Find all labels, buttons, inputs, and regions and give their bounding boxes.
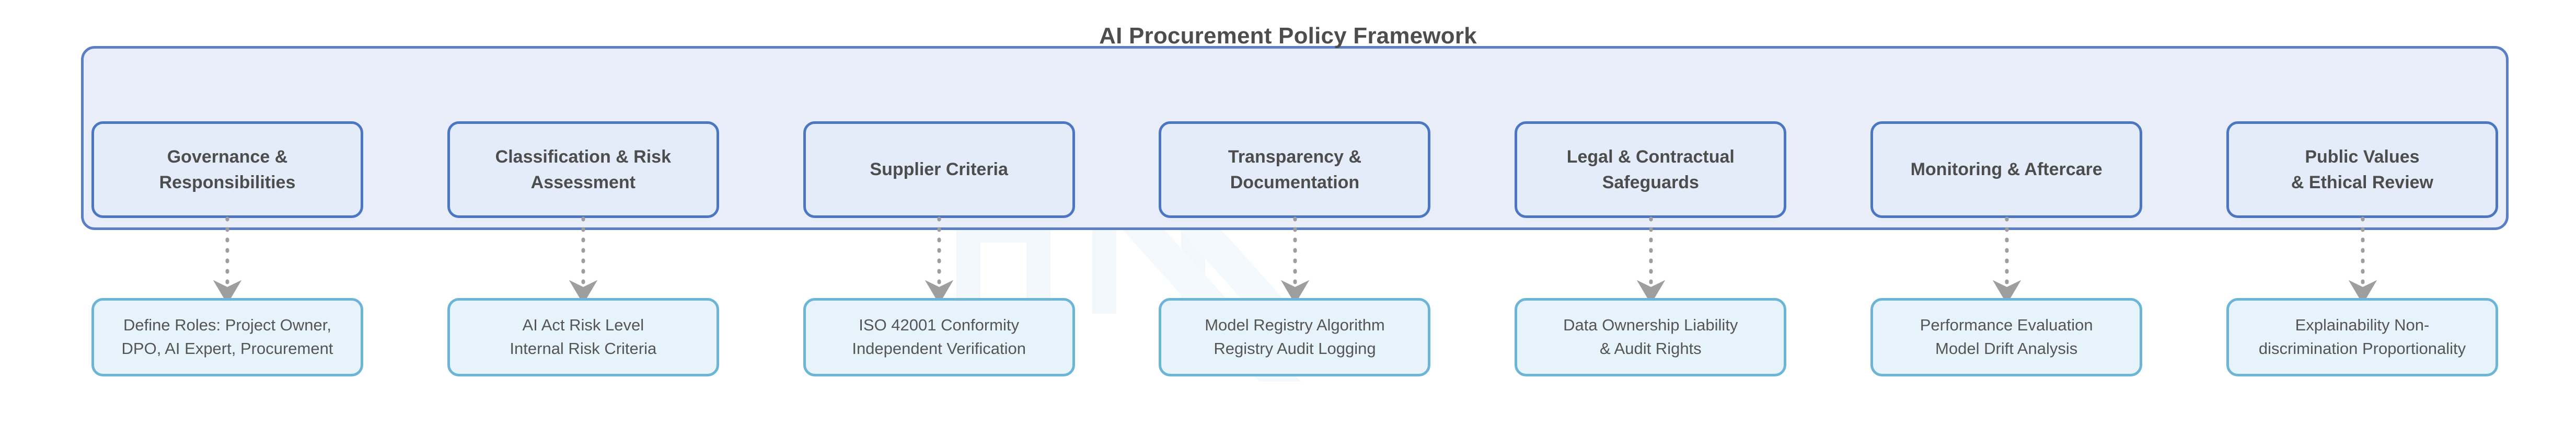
pillar-box-transparency[interactable]: Transparency & Documentation: [1159, 121, 1431, 218]
pillar-label-line1: Transparency &: [1228, 147, 1362, 167]
detail-label-line2: Internal Risk Criteria: [510, 339, 657, 358]
detail-label-line2: & Audit Rights: [1599, 339, 1702, 358]
detail-label-line2: DPO, AI Expert, Procurement: [121, 339, 333, 358]
pillar-label-line1: Governance &: [167, 147, 288, 167]
detail-label-line1: Explainability Non-: [2295, 316, 2430, 335]
pillar-label-line2: & Ethical Review: [2291, 172, 2434, 192]
pillar-label-line1: Supplier Criteria: [870, 159, 1008, 180]
detail-label-line1: Model Registry Algorithm: [1205, 316, 1385, 335]
detail-label-line1: AI Act Risk Level: [522, 316, 644, 335]
pillar-label-line1: Classification & Risk: [495, 147, 671, 167]
detail-row: Define Roles: Project Owner, DPO, AI Exp…: [91, 298, 2498, 376]
detail-box-monitoring[interactable]: Performance Evaluation Model Drift Analy…: [1870, 298, 2143, 376]
detail-label-line1: Data Ownership Liability: [1563, 316, 1738, 335]
pillar-label-line2: Assessment: [530, 172, 636, 192]
pillar-box-monitoring[interactable]: Monitoring & Aftercare: [1870, 121, 2143, 218]
detail-label-line1: Performance Evaluation: [1920, 316, 2093, 335]
pillar-label-line1: Monitoring & Aftercare: [1910, 159, 2103, 180]
detail-box-supplier-criteria[interactable]: ISO 42001 Conformity Independent Verific…: [803, 298, 1075, 376]
pillar-label-line2: Responsibilities: [159, 172, 296, 192]
detail-box-transparency[interactable]: Model Registry Algorithm Registry Audit …: [1159, 298, 1431, 376]
pillar-label-line2: Safeguards: [1602, 172, 1699, 192]
pillar-row: Governance & Responsibilities Classifica…: [91, 121, 2498, 218]
detail-label-line2: discrimination Proportionality: [2258, 339, 2466, 358]
detail-box-classification[interactable]: AI Act Risk Level Internal Risk Criteria: [447, 298, 719, 376]
detail-label-line2: Model Drift Analysis: [1935, 339, 2078, 358]
pillar-box-public-values[interactable]: Public Values & Ethical Review: [2226, 121, 2498, 218]
detail-label-line2: Independent Verification: [852, 339, 1026, 358]
pillar-label-line1: Public Values: [2305, 147, 2420, 167]
pillar-box-supplier-criteria[interactable]: Supplier Criteria: [803, 121, 1075, 218]
pillar-box-classification[interactable]: Classification & Risk Assessment: [447, 121, 719, 218]
pillar-label-line1: Legal & Contractual: [1566, 147, 1735, 167]
pillar-label-line2: Documentation: [1230, 172, 1360, 192]
detail-box-governance[interactable]: Define Roles: Project Owner, DPO, AI Exp…: [91, 298, 363, 376]
detail-label-line1: ISO 42001 Conformity: [859, 316, 1019, 335]
pillar-box-governance[interactable]: Governance & Responsibilities: [91, 121, 363, 218]
framework-title: AI Procurement Policy Framework: [1099, 23, 1477, 49]
detail-box-legal-safeguards[interactable]: Data Ownership Liability & Audit Rights: [1515, 298, 1787, 376]
pillar-box-legal-safeguards[interactable]: Legal & Contractual Safeguards: [1515, 121, 1787, 218]
detail-label-line1: Define Roles: Project Owner,: [123, 316, 331, 335]
detail-box-public-values[interactable]: Explainability Non- discrimination Propo…: [2226, 298, 2498, 376]
detail-label-line2: Registry Audit Logging: [1214, 339, 1376, 358]
